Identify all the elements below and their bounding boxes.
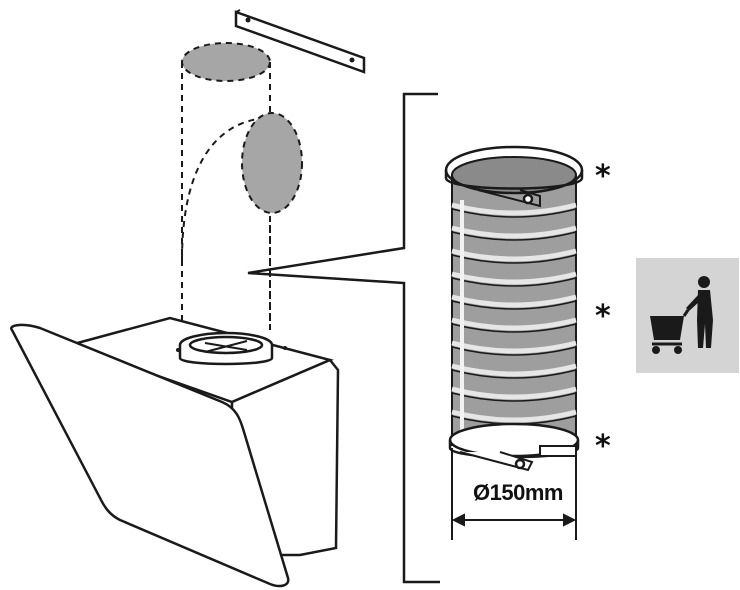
diameter-dimension-lines (451, 448, 577, 540)
shopping-cart-person-icon (636, 258, 739, 373)
rear-outlet-opening (241, 112, 303, 214)
top-outlet-opening (181, 42, 271, 82)
flexible-duct (451, 156, 577, 446)
top-hose-clamp (444, 145, 584, 208)
part-marker-top-clamp: * (595, 159, 611, 194)
bottom-hose-clamp (448, 422, 580, 472)
duct-diameter-label: Ø150mm (473, 480, 563, 505)
part-marker-duct: * (595, 299, 611, 334)
wall-bracket (234, 9, 366, 74)
detail-callout-bracket (247, 92, 440, 584)
cooker-hood (9, 316, 340, 588)
part-marker-bottom-clamp: * (595, 429, 611, 464)
